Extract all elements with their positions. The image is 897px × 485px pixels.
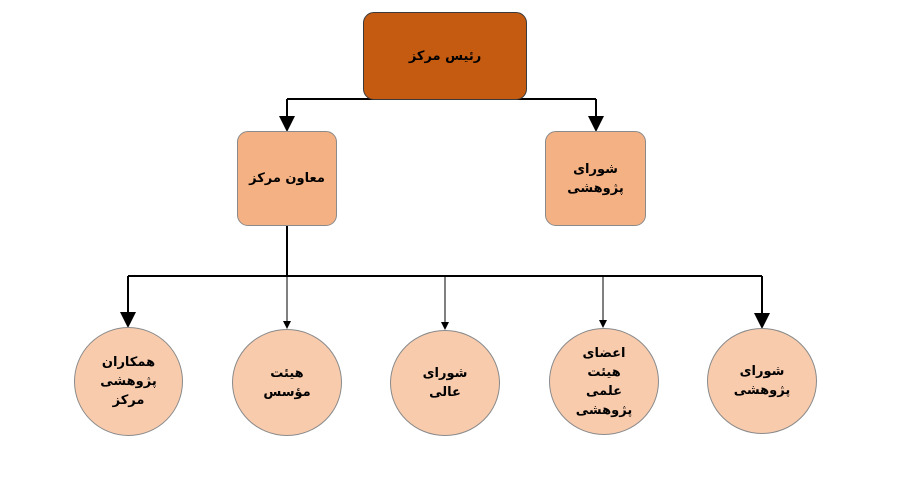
node-deputy-label: معاون مرکز [249, 171, 325, 186]
node-faculty-members: اعضای هیئت علمی پژوهشی [549, 328, 659, 435]
node-founding-board: هیئت مؤسس [232, 329, 342, 436]
node-founding-board-label: هیئت مؤسس [263, 365, 311, 400]
node-research-council-lower: شورای پژوهشی [707, 328, 817, 434]
node-research-council: شورای پژوهشی [545, 131, 646, 226]
node-center-head-label: رئیس مرکز [408, 48, 482, 64]
node-research-council-lower-label: شورای پژوهشی [733, 364, 791, 398]
node-faculty-members-label: اعضای هیئت علمی پژوهشی [575, 345, 633, 418]
node-deputy: معاون مرکز [237, 131, 337, 226]
node-research-council-label: شورای پژوهشی [567, 161, 624, 196]
node-supreme-council: شورای عالی [390, 330, 500, 436]
node-supreme-council-label: شورای عالی [422, 366, 468, 400]
node-research-associates: همکاران پژوهشی مرکز [74, 327, 183, 436]
node-research-associates-label: همکاران پژوهشی مرکز [100, 355, 157, 408]
node-center-head: رئیس مرکز [363, 12, 527, 100]
